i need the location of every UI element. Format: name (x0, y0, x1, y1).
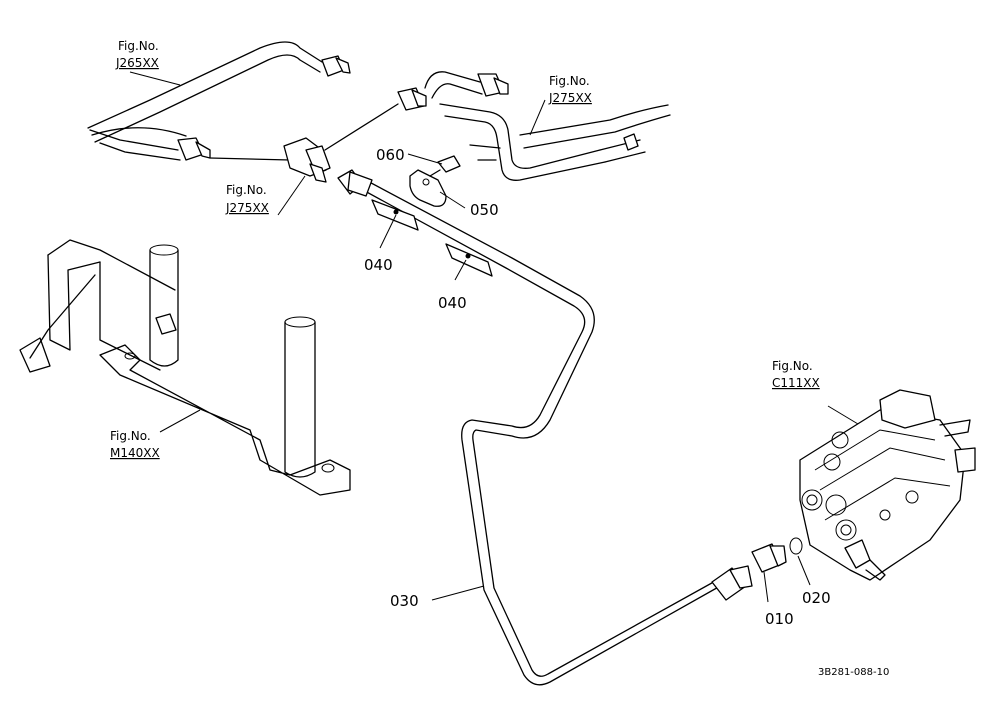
figure-ref-code: J275XX (225, 201, 269, 215)
part-label-020: 020 (802, 589, 831, 607)
oring-020 (789, 537, 803, 555)
leader-lines (129, 71, 859, 603)
figure-ref-label: Fig.No. (118, 39, 159, 53)
figure-ref-c111xx: Fig.No. C111XX (772, 359, 820, 390)
figure-ref-label: Fig.No. (110, 429, 151, 443)
upper-right-pipes (397, 71, 671, 181)
fitting-nut (321, 55, 351, 77)
part-label-060: 060 (376, 146, 405, 164)
part-label-040: 040 (438, 294, 467, 312)
part-label-040: 040 (364, 256, 393, 274)
figure-ref-label: Fig.No. (772, 359, 813, 373)
drawing-id: 3B281-088-10 (818, 667, 889, 678)
bolt-060 (429, 155, 461, 177)
part-label-010: 010 (765, 610, 794, 628)
fitting-nut (397, 87, 427, 111)
fitting-nut (477, 73, 509, 97)
fitting-010 (711, 543, 787, 601)
figure-ref-code: C111XX (772, 376, 820, 390)
tee-fitting (209, 103, 399, 183)
figure-ref-j265xx: Fig.No. J265XX (115, 39, 159, 70)
clamp-050 (409, 169, 447, 207)
fitting-nut (177, 137, 211, 161)
figure-ref-j275xx-upper: Fig.No. J275XX (548, 74, 592, 105)
figure-ref-code: J275XX (548, 91, 592, 105)
part-label-030: 030 (390, 592, 419, 610)
figure-ref-code: M140XX (110, 446, 160, 460)
figure-ref-m140xx: Fig.No. M140XX (110, 429, 160, 460)
figure-ref-label: Fig.No. (549, 74, 590, 88)
figure-ref-code: J265XX (115, 56, 159, 70)
figure-ref-j275xx-tee: Fig.No. J275XX (225, 183, 269, 215)
frame-m140 (19, 239, 351, 496)
figure-ref-label: Fig.No. (226, 183, 267, 197)
part-label-050: 050 (470, 201, 499, 219)
control-valve (799, 389, 976, 581)
main-pipe (337, 169, 729, 686)
